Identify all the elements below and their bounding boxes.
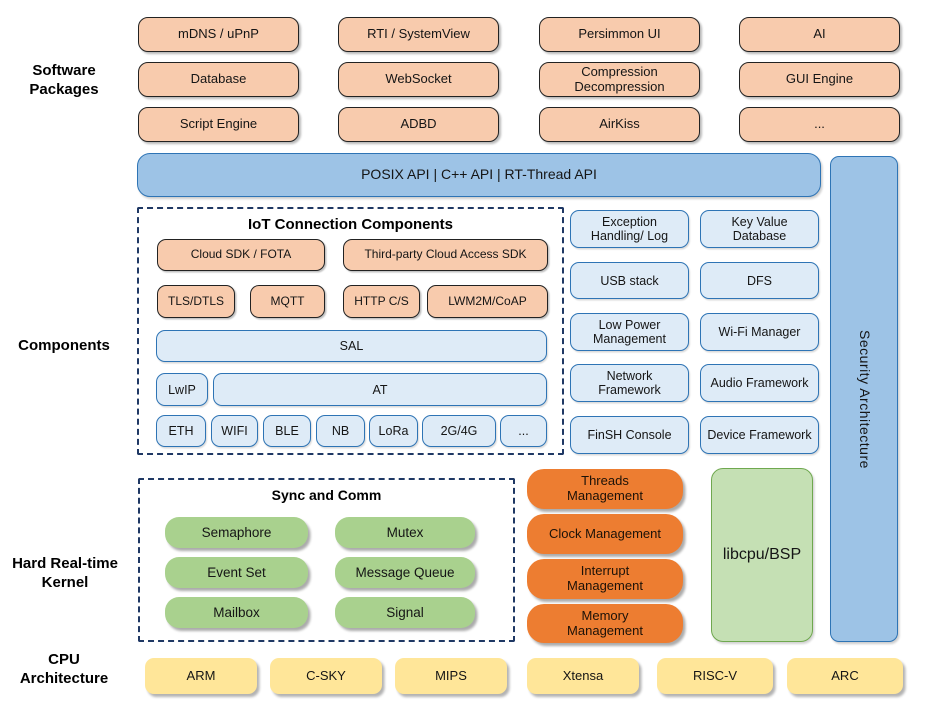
link-eth: ETH: [156, 415, 206, 447]
iot-connection-components-group: [137, 207, 564, 455]
link-ble: BLE: [263, 415, 311, 447]
comp-low-power: Low Power Management: [570, 313, 689, 351]
link-more: ...: [500, 415, 547, 447]
link-lora: LoRa: [369, 415, 418, 447]
mgmt-interrupt: Interrupt Management: [527, 559, 683, 599]
cpu-xtensa: Xtensa: [527, 658, 639, 694]
proto-tls-dtls: TLS/DTLS: [157, 285, 235, 318]
sync-and-comm-title: Sync and Comm: [271, 487, 382, 503]
cpu-mips: MIPS: [395, 658, 507, 694]
pkg-mdns-upnp: mDNS / uPnP: [138, 17, 299, 52]
kern-mailbox: Mailbox: [165, 597, 308, 628]
comp-exception-log: Exception Handling/ Log: [570, 210, 689, 248]
mgmt-clock: Clock Management: [527, 514, 683, 554]
iot-components-title: IoT Connection Components: [248, 216, 453, 233]
pkg-database: Database: [138, 62, 299, 97]
comp-dfs: DFS: [700, 262, 819, 299]
label-cpu-architecture: CPU Architecture: [19, 651, 109, 688]
libcpu-bsp-box: libcpu/BSP: [711, 468, 813, 642]
comp-key-value-db: Key Value Database: [700, 210, 819, 248]
cpu-arc: ARC: [787, 658, 903, 694]
proto-mqtt: MQTT: [250, 285, 325, 318]
comp-network-framework: Network Framework: [570, 364, 689, 402]
security-architecture-bar: Security Architecture: [830, 156, 898, 642]
link-wifi: WIFI: [211, 415, 258, 447]
cpu-arm: ARM: [145, 658, 257, 694]
mgmt-threads: Threads Management: [527, 469, 683, 509]
pkg-compression-decompression: Compression Decompression: [539, 62, 700, 97]
comp-finsh-console: FinSH Console: [570, 416, 689, 454]
kern-mutex: Mutex: [335, 517, 475, 548]
kern-message-queue: Message Queue: [335, 557, 475, 588]
label-software-packages: Software Packages: [29, 62, 99, 99]
cpu-riscv: RISC-V: [657, 658, 773, 694]
comp-audio-framework: Audio Framework: [700, 364, 819, 402]
kern-event-set: Event Set: [165, 557, 308, 588]
pkg-persimmon-ui: Persimmon UI: [539, 17, 700, 52]
link-nb: NB: [316, 415, 365, 447]
pkg-ai: AI: [739, 17, 900, 52]
pkg-airkiss: AirKiss: [539, 107, 700, 142]
pkg-gui-engine: GUI Engine: [739, 62, 900, 97]
sal-bar: SAL: [156, 330, 547, 362]
proto-http-cs: HTTP C/S: [343, 285, 420, 318]
link-2g4g: 2G/4G: [422, 415, 496, 447]
posix-api-bar: POSIX API | C++ API | RT-Thread API: [137, 153, 821, 197]
pkg-more: ...: [739, 107, 900, 142]
at-bar: AT: [213, 373, 547, 406]
pkg-script-engine: Script Engine: [138, 107, 299, 142]
sync-and-comm-group: [138, 478, 515, 642]
kern-signal: Signal: [335, 597, 475, 628]
kern-semaphore: Semaphore: [165, 517, 308, 548]
pkg-websocket: WebSocket: [338, 62, 499, 97]
label-components: Components: [18, 337, 110, 354]
comp-usb-stack: USB stack: [570, 262, 689, 299]
label-hard-realtime-kernel: Hard Real-time Kernel: [12, 555, 118, 592]
iot-third-party-sdk: Third-party Cloud Access SDK: [343, 239, 548, 271]
lwip-box: LwIP: [156, 373, 208, 406]
pkg-adbd: ADBD: [338, 107, 499, 142]
comp-wifi-manager: Wi-Fi Manager: [700, 313, 819, 351]
comp-device-framework: Device Framework: [700, 416, 819, 454]
cpu-csky: C-SKY: [270, 658, 382, 694]
proto-lwm2m-coap: LWM2M/CoAP: [427, 285, 548, 318]
iot-cloud-sdk-fota: Cloud SDK / FOTA: [157, 239, 325, 271]
mgmt-memory: Memory Management: [527, 604, 683, 643]
pkg-rti-systemview: RTI / SystemView: [338, 17, 499, 52]
